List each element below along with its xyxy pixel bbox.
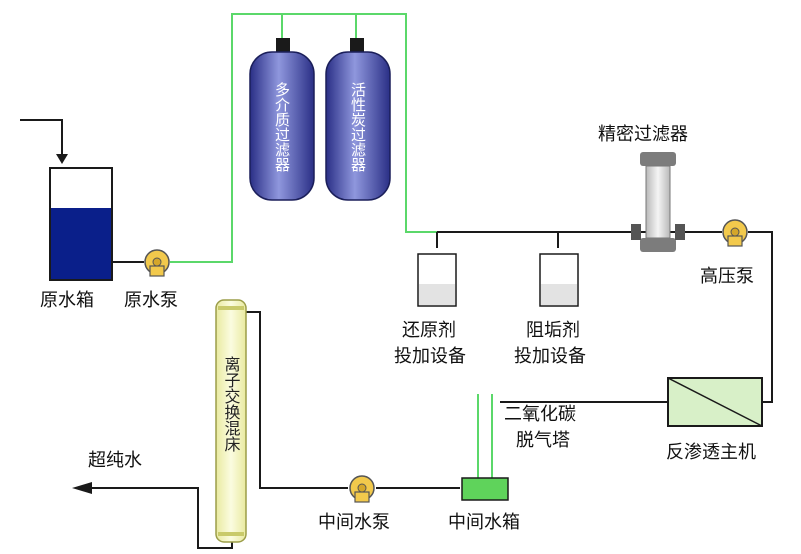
high-pressure-pump — [722, 219, 748, 247]
reverse-osmosis-unit — [667, 377, 763, 427]
raw-water-pump — [144, 249, 170, 277]
ultrapure-water-label: 超纯水 — [88, 450, 142, 471]
precision-filter — [631, 152, 685, 252]
ion-exchange-label: 离子交换混床 — [222, 356, 241, 452]
intermediate-pump-label: 中间水泵 — [318, 512, 390, 533]
decarbonator-label-2: 脱气塔 — [516, 430, 570, 451]
reducing-agent-label-1: 还原剂 — [402, 320, 456, 341]
decarbonator-label-1: 二氧化碳 — [504, 404, 576, 425]
raw-pump-label: 原水泵 — [124, 290, 178, 311]
precision-filter-label: 精密过滤器 — [598, 124, 688, 145]
pipe-pump2-to-column — [244, 311, 348, 489]
reducing-agent-dosing-tank — [417, 253, 457, 307]
carbon-filter: 活性炭过滤器 — [325, 38, 391, 201]
labels: 原水箱 原水泵 精密过滤器 高压泵 还原剂 投加设备 阻垢剂 投加设备 反渗透主… — [40, 124, 756, 533]
ion-exchange-column: 离子交换混床 — [215, 299, 247, 543]
intermediate-tank — [461, 477, 509, 501]
pipe-raw-pump-to-filters — [170, 13, 437, 263]
raw-tank-label: 原水箱 — [40, 290, 94, 311]
carbon-filter-label: 活性炭过滤器 — [349, 82, 367, 172]
raw-water-tank — [49, 167, 113, 281]
multimedia-filter: 多介质过滤器 — [249, 38, 315, 201]
pipe-column-bottom — [92, 487, 233, 549]
reducing-agent-label-2: 投加设备 — [394, 346, 466, 367]
antiscalant-dosing-tank — [539, 253, 579, 307]
antiscalant-label-2: 投加设备 — [514, 346, 586, 367]
pipe-inlet — [20, 119, 63, 158]
intermediate-pump — [349, 475, 375, 503]
intermediate-tank-label: 中间水箱 — [448, 512, 520, 533]
antiscalant-label-1: 阻垢剂 — [526, 320, 580, 341]
pipe-hp-pump-to-ro — [748, 231, 773, 403]
dark-pipes — [20, 119, 773, 549]
ultrapure-arrowhead — [72, 482, 92, 494]
ro-unit-label: 反渗透主机 — [666, 442, 756, 463]
high-pressure-pump-label: 高压泵 — [700, 266, 754, 287]
green-pipes — [170, 13, 493, 478]
multimedia-filter-label: 多介质过滤器 — [273, 82, 291, 172]
raw-tank-water — [51, 208, 111, 279]
inlet-arrowhead — [56, 154, 68, 164]
